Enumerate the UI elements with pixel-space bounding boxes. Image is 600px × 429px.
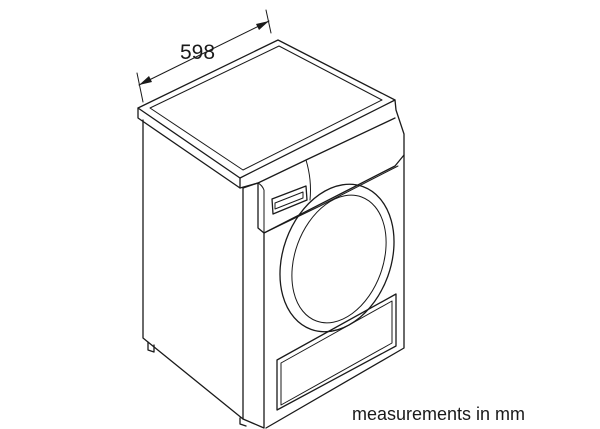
foot-left bbox=[147, 341, 155, 353]
plinth-flap-inner bbox=[280, 300, 393, 406]
display-window bbox=[271, 185, 308, 215]
dimension-arrow-right bbox=[256, 21, 269, 30]
control-panel-corner bbox=[257, 182, 265, 234]
side-panel bbox=[142, 119, 244, 420]
dimension-arrow-left bbox=[139, 76, 152, 85]
front-panel bbox=[242, 182, 265, 429]
measurements-caption: measurements in mm bbox=[352, 404, 526, 424]
dimension-extension-left bbox=[136, 72, 144, 103]
door-inner-ring bbox=[291, 194, 387, 324]
dimension-line bbox=[138, 20, 270, 86]
worktop-edge bbox=[137, 107, 241, 189]
display-window-inner bbox=[274, 191, 304, 210]
width-dimension-label: 598 bbox=[180, 41, 215, 64]
foot-right bbox=[239, 417, 247, 427]
worktop-recess bbox=[149, 45, 383, 171]
worktop-top bbox=[137, 39, 396, 179]
control-panel-bulge bbox=[305, 159, 311, 201]
front-panel-outline bbox=[263, 99, 405, 234]
control-panel-lower bbox=[263, 165, 399, 234]
plinth-flap bbox=[276, 293, 397, 411]
front-panel-right-edge bbox=[265, 154, 405, 429]
width-dimension: 598 bbox=[136, 9, 272, 103]
door-outer-ring bbox=[279, 183, 395, 333]
appliance-body bbox=[137, 39, 405, 429]
